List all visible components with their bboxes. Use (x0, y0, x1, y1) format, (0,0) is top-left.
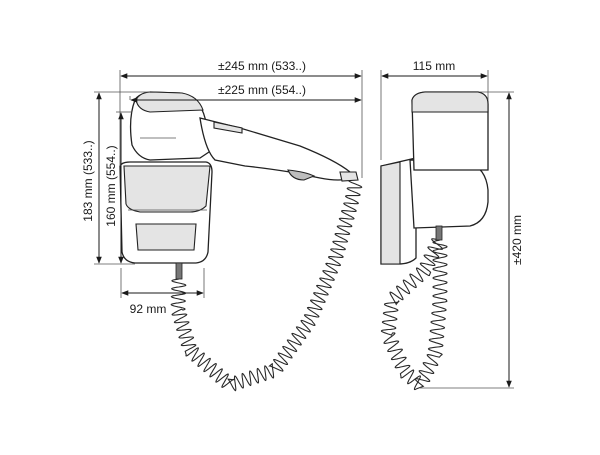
label-width-outer: ±245 mm (533..) (218, 59, 306, 73)
holder-cup (123, 165, 211, 213)
label-height-inner: 160 mm (554..) (104, 145, 118, 226)
dryer-head-top (135, 91, 204, 113)
side-view (380, 91, 489, 391)
cord-guard (339, 171, 359, 182)
label-width-inner: ±225 mm (554..) (218, 83, 306, 97)
dryer-handle (199, 117, 353, 181)
label-side-width: 115 mm (413, 59, 455, 73)
holder-slot (135, 223, 197, 251)
dimension-lines (94, 70, 514, 389)
front-view (119, 91, 363, 392)
label-total-height: ±420 mm (510, 215, 524, 265)
label-height-outer: 183 mm (533..) (81, 140, 95, 221)
label-base-width: 92 mm (130, 302, 167, 316)
side-cord-exit (435, 225, 443, 241)
dimension-labels: ±245 mm (533..) ±225 mm (554..) 183 mm (… (81, 59, 524, 316)
side-wall-plate-shade (380, 161, 401, 265)
cord-coil-path (380, 238, 448, 391)
side-dryer-top (411, 91, 489, 113)
handle-trigger (287, 169, 316, 181)
cord-exit (175, 262, 183, 280)
front-coiled-cord (170, 179, 363, 392)
side-coiled-cord (380, 238, 448, 391)
handle-button (213, 121, 243, 134)
cord-coil-path (170, 179, 363, 392)
